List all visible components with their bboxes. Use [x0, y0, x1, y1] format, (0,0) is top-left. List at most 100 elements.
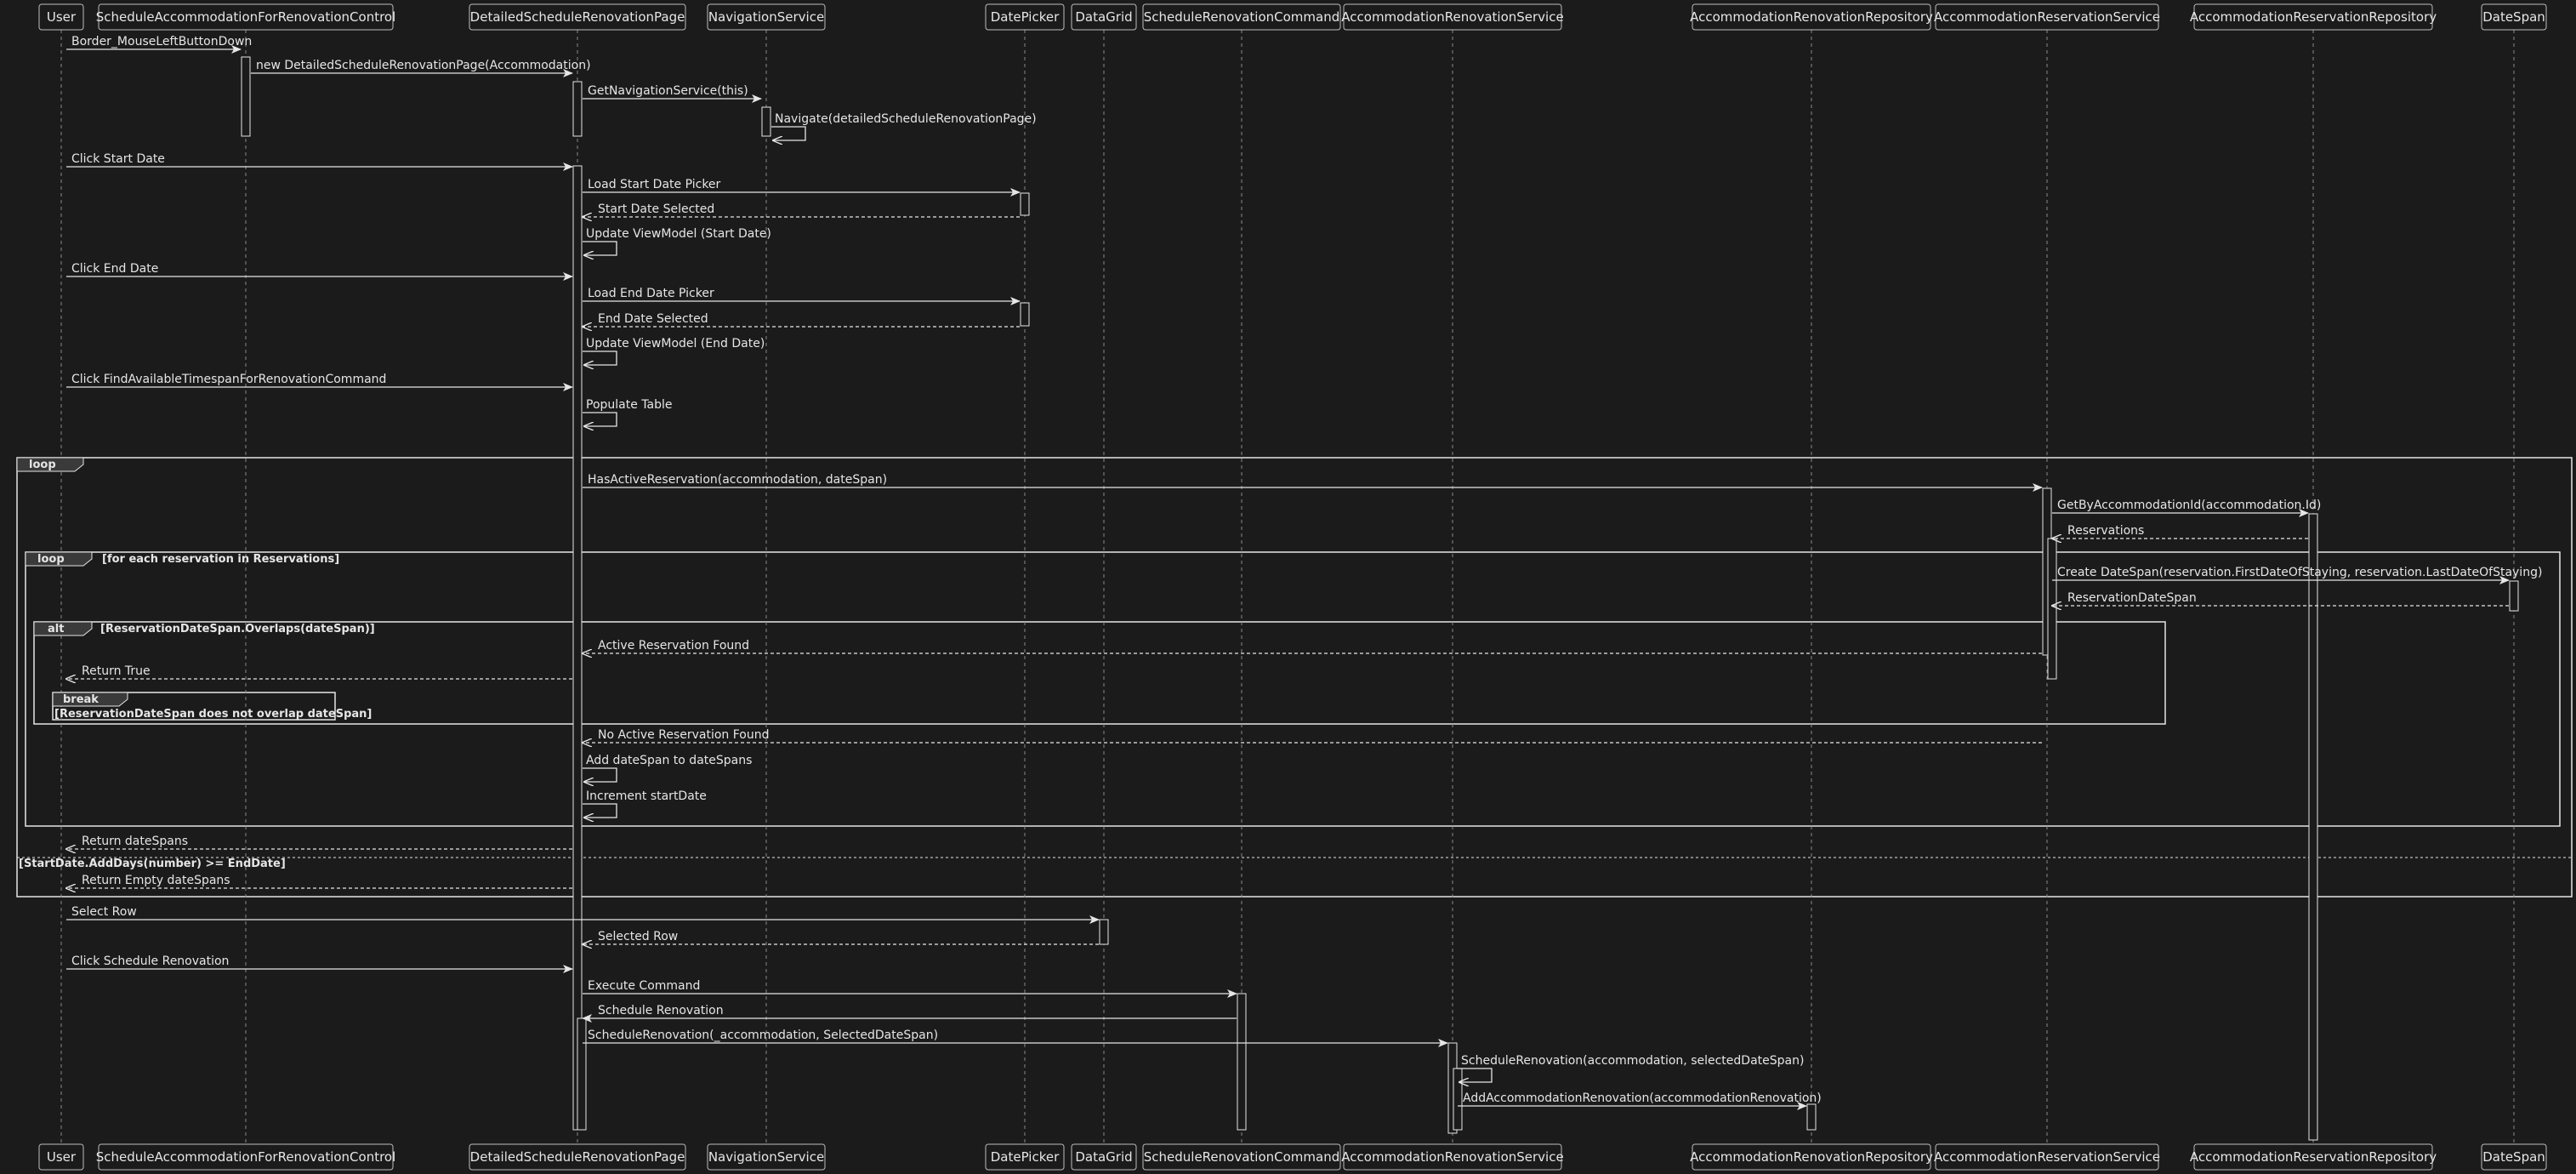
svg-text:Create DateSpan(reservation.Fi: Create DateSpan(reservation.FirstDateOfS… [2057, 566, 2542, 579]
svg-text:Navigate(detailedScheduleRenov: Navigate(detailedScheduleRenovationPage) [775, 112, 1037, 126]
svg-text:Click End Date: Click End Date [71, 262, 158, 276]
svg-text:End Date Selected: End Date Selected [598, 312, 708, 326]
message-return: No Active Reservation Found [583, 728, 2042, 743]
fragment-loop-inner-tab: loop [25, 551, 93, 567]
fragment-break-tab: break [52, 692, 128, 707]
message-return: Active Reservation Found [583, 639, 2042, 653]
fragment-loop-outer [16, 457, 2573, 898]
participant-label: DatePicker [991, 9, 1060, 25]
svg-text:Reservations: Reservations [2067, 524, 2144, 538]
participant-label: AccommodationRenovationRepository [1690, 1149, 1933, 1165]
message-call: Load Start Date Picker [583, 178, 1021, 197]
message-self-call: Add dateSpan to dateSpans [583, 754, 752, 782]
participant-label: NavigationService [708, 1149, 824, 1165]
participant-label: DataGrid [1075, 9, 1132, 25]
participant-page-bottom: DetailedScheduleRenovationPage [469, 1143, 686, 1171]
svg-text:Execute Command: Execute Command [588, 979, 700, 993]
participant-datepicker-bottom: DatePicker [985, 1143, 1065, 1171]
svg-text:Update ViewModel (End Date): Update ViewModel (End Date) [586, 337, 765, 350]
participant-label: NavigationService [708, 9, 824, 25]
participant-datagrid-top: DataGrid [1071, 3, 1137, 31]
activation-bar [572, 81, 583, 137]
message-call: new DetailedScheduleRenovationPage(Accom… [251, 59, 591, 77]
activation-bar [2308, 513, 2318, 1141]
svg-text:ScheduleRenovation(_accommodat: ScheduleRenovation(_accommodation, Selec… [588, 1029, 938, 1042]
participant-renovation-service-bottom: AccommodationRenovationService [1341, 1143, 1564, 1171]
participant-label: DatePicker [991, 1149, 1060, 1165]
svg-text:GetByAccommodationId(accommoda: GetByAccommodationId(accommodation.Id) [2057, 499, 2321, 512]
message-call: Schedule Renovation [582, 1004, 1237, 1023]
participant-label: DetailedScheduleRenovationPage [470, 9, 685, 25]
message-call: AddAccommodationRenovation(accommodation… [1458, 1091, 1822, 1110]
message-call: Border_MouseLeftButtonDown [66, 35, 252, 54]
message-self-call: Update ViewModel (Start Date) [583, 227, 771, 255]
participant-reservation-repository-top: AccommodationReservationRepository [2190, 3, 2437, 31]
participant-renovation-repository-bottom: AccommodationRenovationRepository [1690, 1143, 1933, 1171]
svg-text:Load Start Date Picker: Load Start Date Picker [588, 178, 721, 191]
message-self-call: ScheduleRenovation(accommodation, select… [1458, 1054, 1804, 1082]
participant-renovation-repository-top: AccommodationRenovationRepository [1690, 3, 1933, 31]
message-self-call: Increment startDate [583, 789, 707, 818]
participant-datepicker-top: DatePicker [985, 3, 1065, 31]
message-return: Start Date Selected [583, 202, 1020, 217]
svg-text:Click FindAvailableTimespanFor: Click FindAvailableTimespanForRenovation… [71, 373, 386, 386]
participant-datespan-top: DateSpan [2481, 3, 2547, 31]
activation-bar [761, 106, 771, 137]
participant-control-bottom: ScheduleAccommodationForRenovationContro… [96, 1143, 396, 1171]
participant-label: User [47, 9, 77, 25]
participant-label: DateSpan [2482, 9, 2545, 25]
fragment-loop-outer-tab: loop [16, 457, 84, 472]
fragment-guard: [ReservationDateSpan does not overlap da… [54, 708, 372, 721]
fragment-keyword: break [63, 693, 99, 706]
participant-navigation-top: NavigationService [707, 3, 826, 31]
fragment-keyword: loop [37, 553, 65, 566]
svg-text:ReservationDateSpan: ReservationDateSpan [2067, 591, 2197, 605]
activation-bar [572, 165, 583, 1131]
activation-bar [1099, 919, 1109, 945]
activation-bar [1020, 192, 1030, 216]
message-self-call: Update ViewModel (End Date) [583, 337, 765, 365]
participant-label: AccommodationRenovationService [1341, 9, 1563, 25]
svg-text:Update ViewModel (Start Date): Update ViewModel (Start Date) [586, 227, 771, 241]
activation-bar [1453, 1068, 1463, 1131]
svg-text:HasActiveReservation(accommoda: HasActiveReservation(accommodation, date… [588, 473, 887, 487]
participant-label: AccommodationReservationService [1934, 1149, 2160, 1165]
svg-text:new DetailedScheduleRenovation: new DetailedScheduleRenovationPage(Accom… [256, 59, 591, 72]
fragment-keyword: loop [29, 459, 56, 471]
participant-label: AccommodationReservationRepository [2190, 9, 2437, 25]
message-return: ReservationDateSpan [2052, 591, 2509, 606]
message-return: Reservations [2052, 524, 2308, 539]
message-call: ScheduleRenovation(_accommodation, Selec… [583, 1029, 1448, 1047]
svg-text:Border_MouseLeftButtonDown: Border_MouseLeftButtonDown [71, 35, 252, 48]
message-call: HasActiveReservation(accommodation, date… [583, 473, 2043, 492]
message-call: GetByAccommodationId(accommodation.Id) [2052, 499, 2321, 517]
participant-label: AccommodationReservationService [1934, 9, 2160, 25]
fragment-loop-inner [25, 551, 2561, 827]
svg-text:Active Reservation Found: Active Reservation Found [598, 639, 749, 653]
svg-text:Add dateSpan to dateSpans: Add dateSpan to dateSpans [586, 754, 752, 767]
svg-text:Increment startDate: Increment startDate [586, 789, 707, 803]
message-call: Create DateSpan(reservation.FirstDateOfS… [2052, 566, 2542, 584]
participant-user-top: User [38, 3, 84, 31]
fragment-alt-tab: alt [33, 621, 93, 636]
svg-text:Load End Date Picker: Load End Date Picker [588, 287, 714, 300]
participant-label: AccommodationReservationRepository [2190, 1149, 2437, 1165]
message-return: End Date Selected [583, 312, 1020, 327]
participant-command-top: ScheduleRenovationCommand [1142, 3, 1341, 31]
svg-text:AddAccommodationRenovation(acc: AddAccommodationRenovation(accommodation… [1463, 1091, 1822, 1105]
participant-datespan-bottom: DateSpan [2481, 1143, 2547, 1171]
fragments-layer [16, 457, 2573, 898]
activation-bar [1806, 1103, 1817, 1131]
activation-bar [241, 56, 251, 137]
participant-label: DataGrid [1075, 1149, 1132, 1165]
participant-label: DetailedScheduleRenovationPage [470, 1149, 685, 1165]
message-call: Select Row [66, 905, 1100, 924]
message-return: Return dateSpans [66, 835, 572, 849]
message-return: Return Empty dateSpans [66, 874, 572, 888]
participant-datagrid-bottom: DataGrid [1071, 1143, 1137, 1171]
fragment-guard: [ReservationDateSpan.Overlaps(dateSpan)] [100, 623, 375, 635]
participant-label: ScheduleAccommodationForRenovationContro… [96, 1149, 396, 1165]
message-call: Load End Date Picker [583, 287, 1021, 305]
svg-text:GetNavigationService(this): GetNavigationService(this) [588, 84, 748, 98]
